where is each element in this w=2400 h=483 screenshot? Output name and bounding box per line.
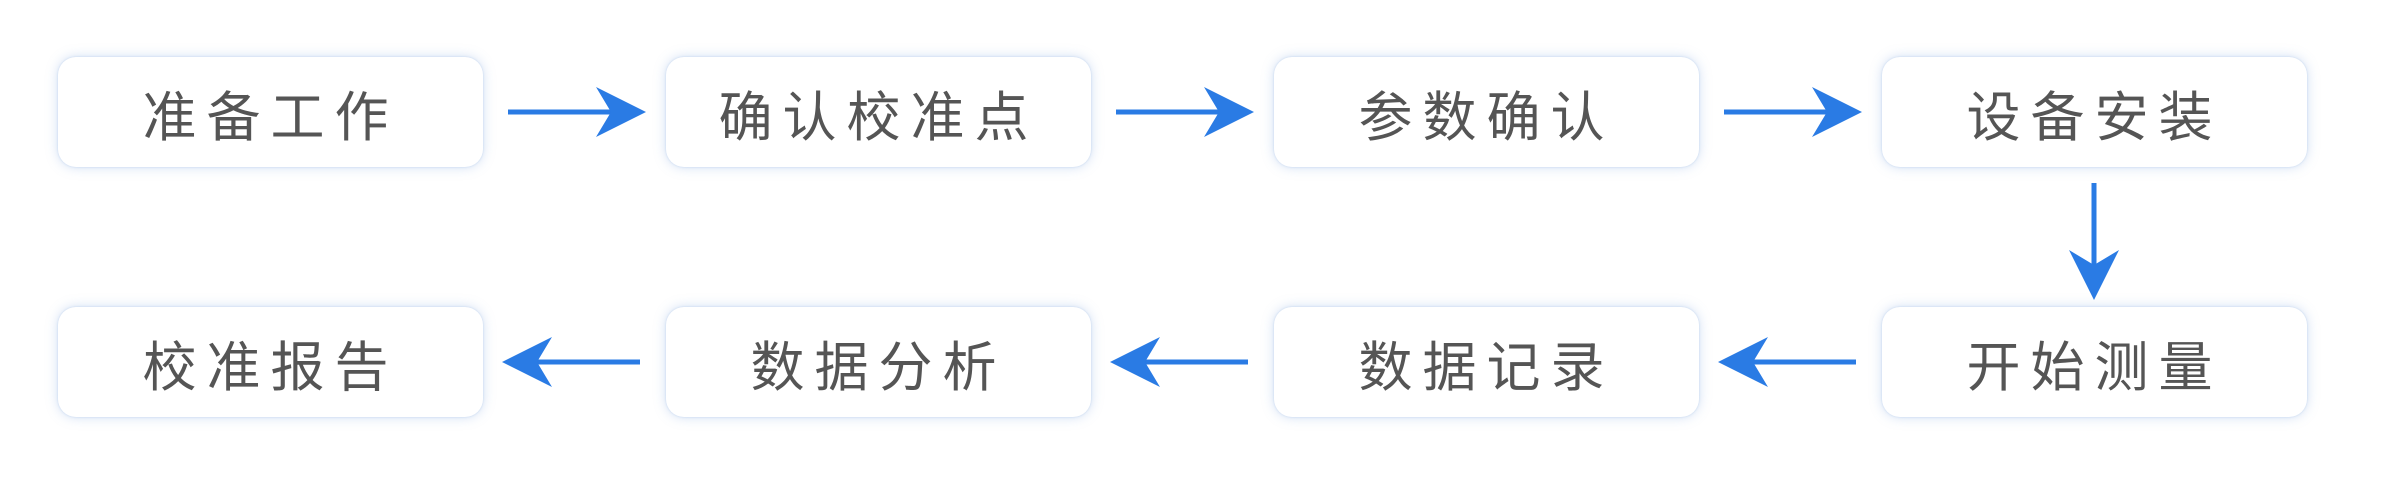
step-label-1: 准备工作 — [142, 85, 399, 149]
step-label-3: 参数确认 — [1358, 85, 1615, 149]
step-label-8: 校准报告 — [142, 335, 399, 399]
step-label-4: 设备安装 — [1966, 85, 2223, 149]
step-box-3: 参数确认 — [1274, 57, 1699, 167]
step-box-6: 数据记录 — [1274, 307, 1699, 417]
step-box-1: 准备工作 — [58, 57, 483, 167]
step-box-5: 开始测量 — [1882, 307, 2307, 417]
step-label-6: 数据记录 — [1358, 335, 1615, 399]
step-label-2: 确认校准点 — [718, 85, 1039, 149]
step-box-4: 设备安装 — [1882, 57, 2307, 167]
step-box-8: 校准报告 — [58, 307, 483, 417]
step-label-7: 数据分析 — [750, 335, 1007, 399]
step-box-2: 确认校准点 — [666, 57, 1091, 167]
step-label-5: 开始测量 — [1966, 335, 2223, 399]
step-box-7: 数据分析 — [666, 307, 1091, 417]
